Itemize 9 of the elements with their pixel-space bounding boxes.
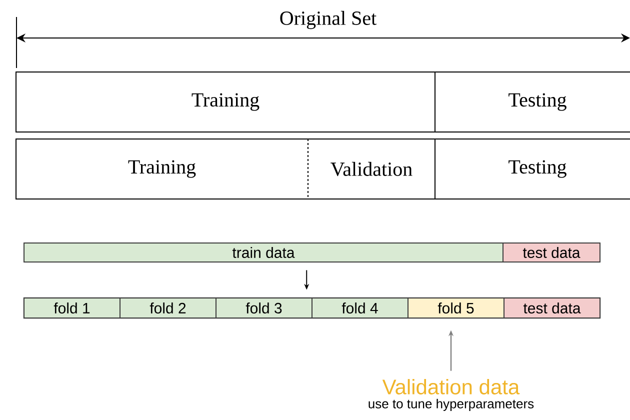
callout-text: Validation data use to tune hyperparameters: [368, 379, 534, 411]
dimension-label: Original Set: [280, 10, 376, 30]
table-cell: Testing: [434, 138, 630, 200]
table-cell: Validation: [308, 138, 436, 200]
data-segment: test data: [502, 242, 600, 262]
table-cell: Testing: [434, 72, 630, 132]
table-cell: Training: [16, 72, 436, 132]
table-cell: Training: [16, 138, 308, 200]
data-segment: train data: [24, 242, 504, 262]
